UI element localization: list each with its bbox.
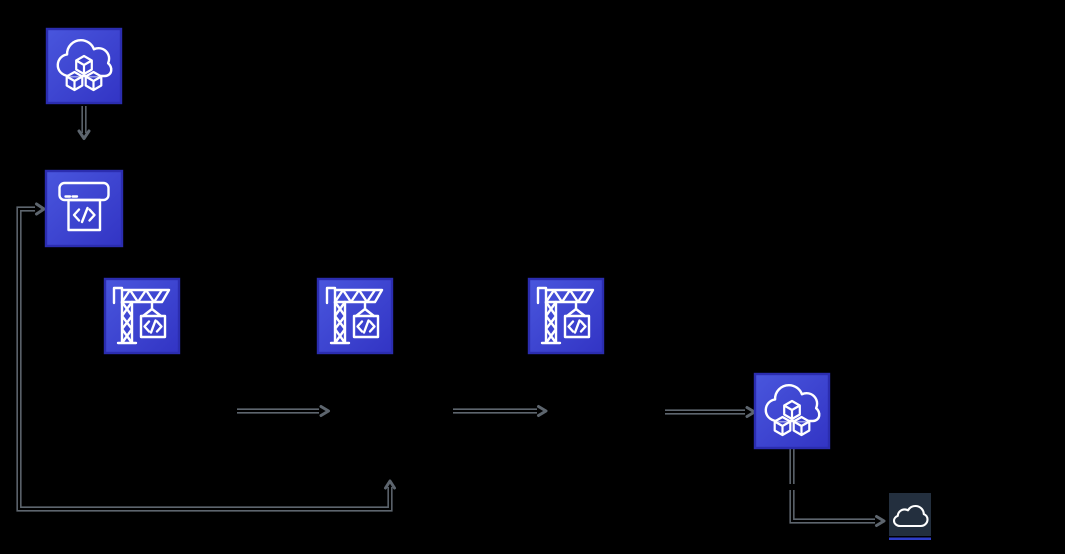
arrowhead-up — [384, 479, 396, 490]
code-template-icon-node — [44, 169, 124, 248]
connector-deploy-to-cloud — [789, 449, 886, 527]
arrowhead-right — [745, 406, 756, 418]
connector-stage-arrow-2 — [453, 405, 548, 417]
construct-crane-icon-2 — [316, 277, 394, 355]
aws-cloud-icon-node — [889, 493, 931, 540]
connector-feedback-loop — [16, 202, 396, 512]
arrowhead-right — [875, 515, 886, 527]
arrowhead-right — [35, 202, 46, 216]
blue-underline — [889, 537, 931, 540]
construct-crane-icon-1 — [103, 277, 181, 355]
connector-stage-arrow-3 — [665, 406, 756, 418]
code-template-icon — [58, 181, 110, 232]
arrowhead-down — [77, 129, 91, 140]
construct-crane-icon-3 — [527, 277, 605, 355]
arrowhead-right — [537, 405, 548, 417]
connector-top-down-arrow — [77, 106, 91, 140]
cloudformation-stack-icon-top — [45, 27, 123, 105]
aws-cloud-icon — [892, 504, 929, 528]
connector-stage-arrow-1 — [237, 405, 330, 417]
cloudformation-stack-icon-right — [753, 372, 831, 450]
arrowhead-right — [319, 405, 330, 417]
